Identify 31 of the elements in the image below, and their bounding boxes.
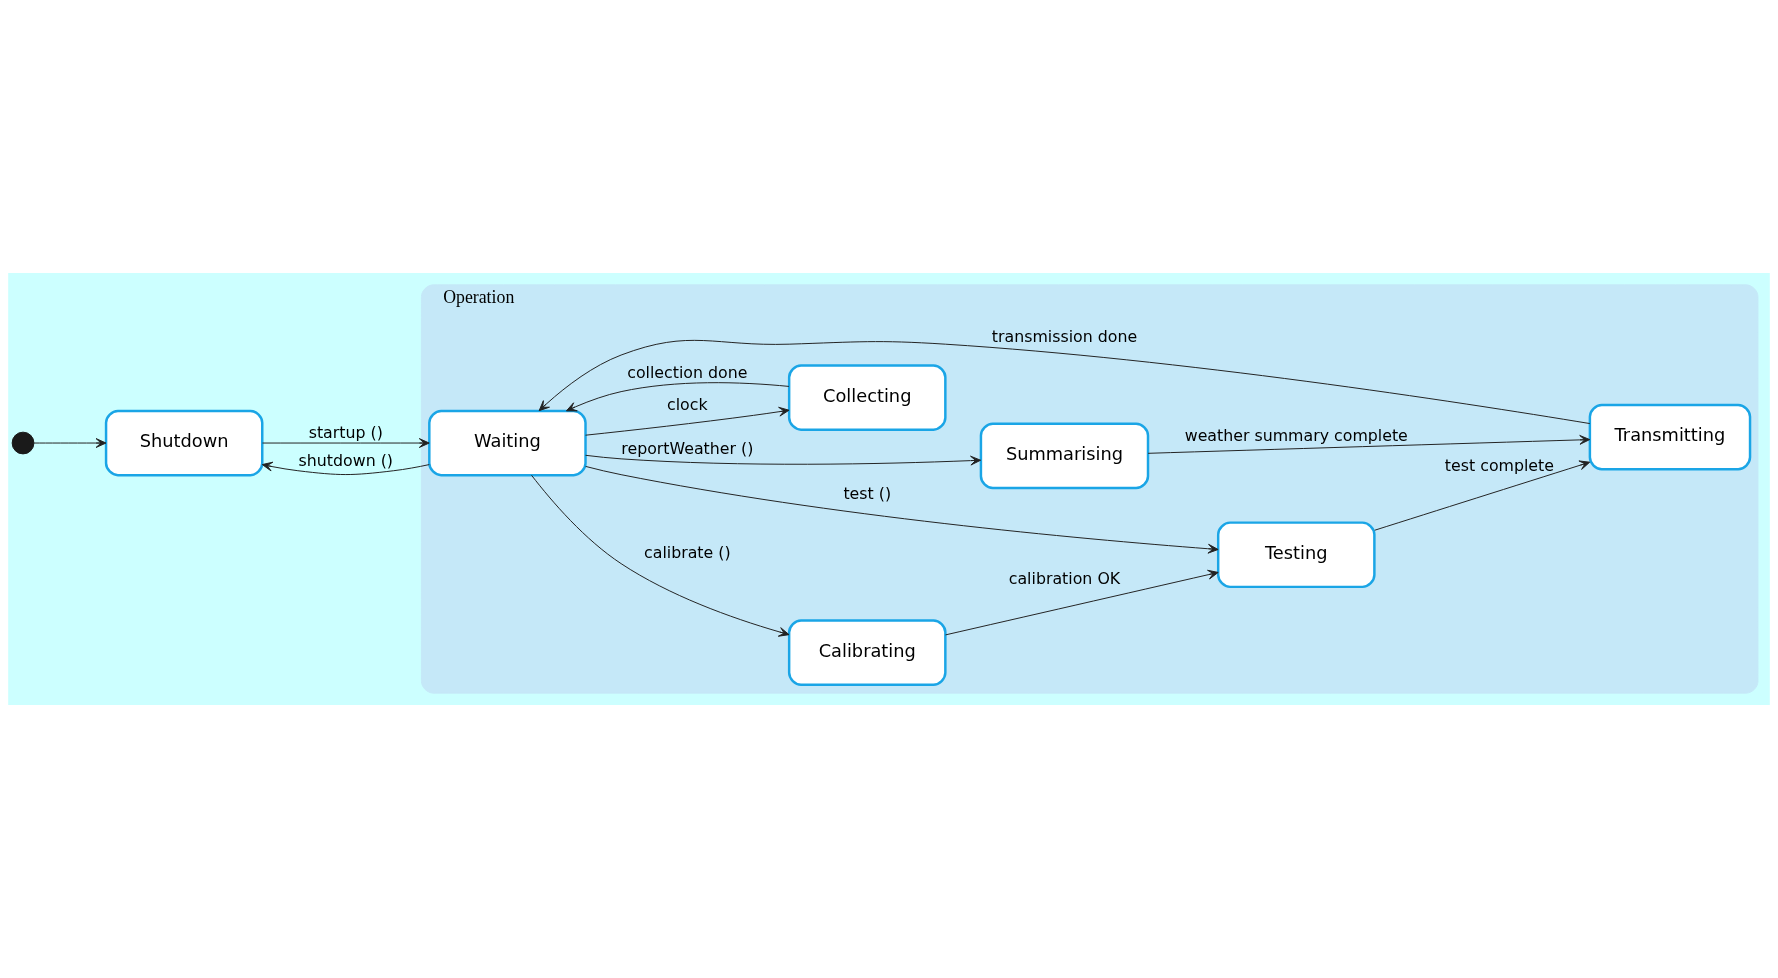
node-box: Testing	[1216, 521, 1376, 589]
node-box: Waiting	[428, 409, 587, 477]
arrow	[945, 569, 1219, 636]
arrow	[585, 465, 1219, 554]
arrow	[33, 438, 107, 448]
arrow	[261, 461, 430, 476]
arrow	[531, 474, 790, 637]
node-circle	[11, 431, 35, 455]
edge-label: weather summary complete	[1184, 425, 1408, 445]
edge-label: reportWeather ()	[621, 438, 754, 458]
edge-label: test complete	[1444, 455, 1555, 475]
node-box: Calibrating	[787, 619, 947, 686]
edge-label: transmission done	[991, 327, 1138, 346]
node-box: Collecting	[787, 364, 947, 431]
arrow	[262, 438, 430, 448]
edge-label: collection done	[627, 362, 748, 382]
arrow	[538, 339, 1591, 425]
arrow	[1374, 460, 1591, 531]
arrow	[585, 454, 982, 466]
node-box: Shutdown	[104, 409, 264, 477]
edge-label: calibration OK	[1008, 569, 1121, 589]
edge-label: calibrate ()	[644, 543, 731, 563]
node-box: Transmitting	[1588, 403, 1752, 471]
edge-label: test ()	[843, 484, 892, 504]
arrow	[1147, 434, 1591, 454]
node-box: Summarising	[979, 422, 1150, 490]
edge-label: shutdown ()	[298, 450, 393, 470]
edge-label: startup ()	[308, 422, 383, 442]
edge-label: clock	[667, 395, 708, 415]
arrow	[565, 382, 790, 412]
arrow	[585, 406, 790, 436]
